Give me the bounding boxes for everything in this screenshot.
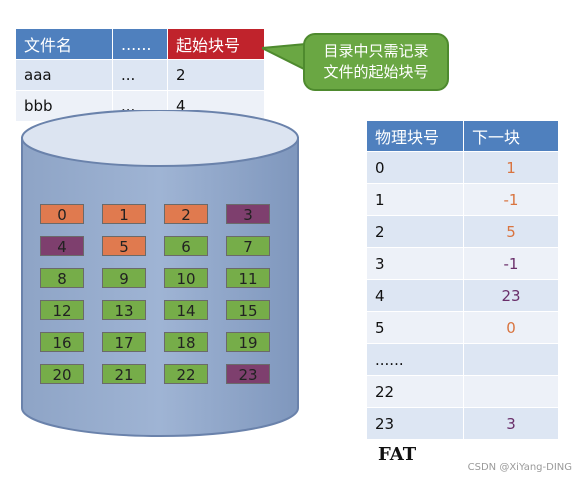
disk-block: 9 (102, 268, 146, 288)
disk-block: 8 (40, 268, 84, 288)
watermark: CSDN @XiYang-DING (467, 462, 572, 473)
directory-cell-start: 2 (167, 59, 265, 91)
disk-block: 2 (164, 204, 208, 224)
fat-cell-next (463, 343, 559, 376)
disk-block: 3 (226, 204, 270, 224)
disk-block: 16 (40, 332, 84, 352)
fat-cell-next (463, 375, 559, 408)
callout-bubble: 目录中只需记录 文件的起始块号 (303, 33, 449, 91)
fat-header-row: 物理块号 下一块 (366, 120, 559, 152)
fat-cell-block: 3 (366, 247, 464, 280)
disk-block: 1 (102, 204, 146, 224)
fat-cell-block: ...... (366, 343, 464, 376)
disk-block: 21 (102, 364, 146, 384)
directory-cell-dots: ... (112, 59, 168, 91)
disk-block: 18 (164, 332, 208, 352)
fat-row: ...... (366, 343, 559, 376)
callout-line-2: 文件的起始块号 (323, 63, 429, 81)
fat-cell-block: 4 (366, 279, 464, 312)
directory-header-dots: ...... (112, 28, 168, 60)
disk-block: 20 (40, 364, 84, 384)
directory-table: 文件名 ...... 起始块号 aaa ... 2 bbb ... 4 (15, 28, 265, 122)
fat-cell-next: -1 (463, 247, 559, 280)
directory-row: bbb ... 4 (15, 90, 265, 122)
disk-block: 10 (164, 268, 208, 288)
disk-block: 17 (102, 332, 146, 352)
fat-header-block: 物理块号 (366, 120, 464, 152)
fat-row: 1-1 (366, 183, 559, 216)
fat-cell-next: 5 (463, 215, 559, 248)
disk-block: 22 (164, 364, 208, 384)
disk-block: 6 (164, 236, 208, 256)
disk-block: 7 (226, 236, 270, 256)
disk-block: 15 (226, 300, 270, 320)
callout-line-1: 目录中只需记录 (323, 42, 429, 60)
fat-header-next: 下一块 (463, 120, 559, 152)
disk-block: 12 (40, 300, 84, 320)
fat-cell-block: 23 (366, 407, 464, 440)
directory-row: aaa ... 2 (15, 59, 265, 91)
fat-cell-block: 0 (366, 151, 464, 184)
fat-cell-next: 0 (463, 311, 559, 344)
disk-block: 23 (226, 364, 270, 384)
disk-block: 14 (164, 300, 208, 320)
fat-row: 22 (366, 375, 559, 408)
fat-cell-block: 5 (366, 311, 464, 344)
directory-cell-name: aaa (15, 59, 113, 91)
directory-cell-name: bbb (15, 90, 113, 122)
fat-cell-block: 2 (366, 215, 464, 248)
fat-cell-next: -1 (463, 183, 559, 216)
fat-caption: FAT (378, 444, 417, 465)
fat-cell-block: 22 (366, 375, 464, 408)
fat-cell-block: 1 (366, 183, 464, 216)
directory-header-filename: 文件名 (15, 28, 113, 60)
directory-header-row: 文件名 ...... 起始块号 (15, 28, 265, 60)
disk-block: 5 (102, 236, 146, 256)
fat-row: 3-1 (366, 247, 559, 280)
disk-block: 19 (226, 332, 270, 352)
fat-cell-next: 1 (463, 151, 559, 184)
disk-block: 13 (102, 300, 146, 320)
callout-pointer (262, 42, 307, 72)
directory-header-start-block: 起始块号 (167, 28, 265, 60)
fat-cell-next: 3 (463, 407, 559, 440)
disk-block: 0 (40, 204, 84, 224)
fat-cell-next: 23 (463, 279, 559, 312)
disk-block: 11 (226, 268, 270, 288)
disk-block: 4 (40, 236, 84, 256)
